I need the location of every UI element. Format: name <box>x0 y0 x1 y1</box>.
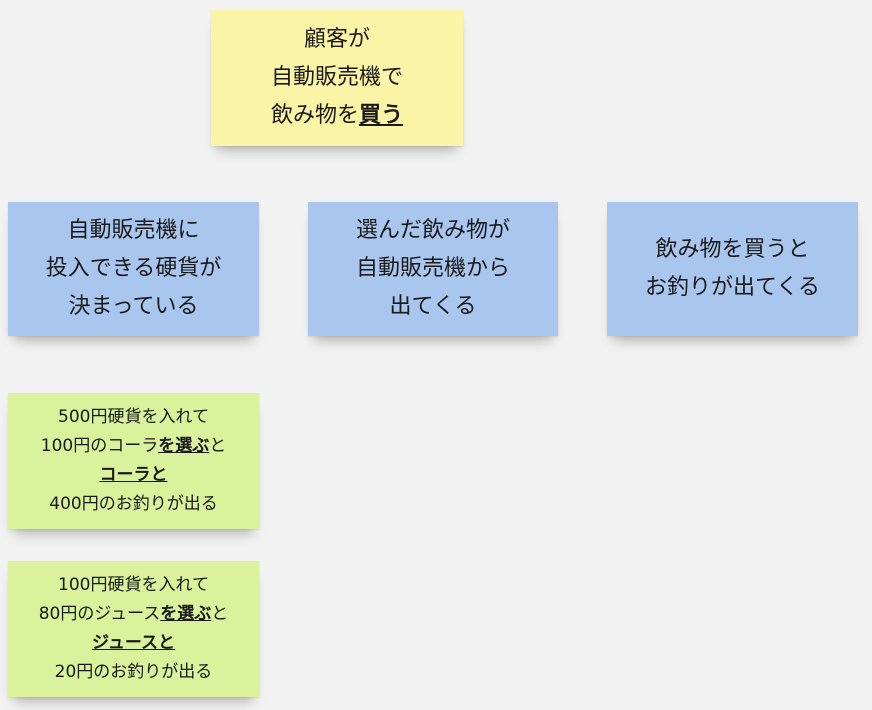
case-sticky-note-cola[interactable]: 500円硬貨を入れて 100円のコーラを選ぶと コーラと 400円のお釣りが出る <box>8 393 259 529</box>
case-line-2-tail: と <box>209 436 227 456</box>
case-line-4: 20円のお釣りが出る <box>54 662 213 682</box>
case-line-1: 100円硬貨を入れて <box>58 575 209 595</box>
case-sticky-note-juice[interactable]: 100円硬貨を入れて 80円のジュースを選ぶと ジュースと 20円のお釣りが出る <box>8 561 259 697</box>
story-line: 自動販売機から <box>355 256 510 281</box>
case-line-2-text: 80円のジュース <box>38 604 161 624</box>
story-line: 飲み物を買うと <box>655 237 810 262</box>
goal-keyword: 買う <box>359 103 404 128</box>
case-keyword-item: ジュースと <box>92 633 175 653</box>
story-sticky-note-coins[interactable]: 自動販売機に 投入できる硬貨が 決まっている <box>8 202 259 336</box>
goal-line-3-text: 飲み物を <box>270 103 359 128</box>
case-line-3: ジュースと <box>92 629 175 658</box>
case-line-1: 500円硬貨を入れて <box>58 407 209 427</box>
goal-sticky-note[interactable]: 顧客が 自動販売機で 飲み物を買う <box>211 10 463 146</box>
story-line: 投入できる硬貨が <box>45 256 222 281</box>
goal-line-1: 顧客が <box>303 27 370 52</box>
case-line-2-text: 100円のコーラ <box>40 436 159 456</box>
goal-line-3: 飲み物を買う <box>271 97 403 135</box>
story-line: 出てくる <box>389 294 477 319</box>
goal-line-2: 自動販売機で <box>270 65 403 90</box>
story-line: お釣りが出てくる <box>645 275 820 300</box>
story-line: 自動販売機に <box>67 218 200 243</box>
case-line-3: コーラと <box>100 461 168 490</box>
case-keyword-select: を選ぶ <box>158 436 210 456</box>
case-keyword-item: コーラと <box>99 465 168 485</box>
case-line-2: 80円のジュースを選ぶと <box>39 600 229 629</box>
case-line-2: 100円のコーラを選ぶと <box>41 432 226 461</box>
story-line: 決まっている <box>68 294 199 319</box>
case-keyword-select: を選ぶ <box>160 604 212 624</box>
story-sticky-note-change[interactable]: 飲み物を買うと お釣りが出てくる <box>607 202 858 336</box>
story-sticky-note-dispense[interactable]: 選んだ飲み物が 自動販売機から 出てくる <box>308 202 558 336</box>
case-line-2-tail: と <box>211 604 229 624</box>
case-line-4: 400円のお釣りが出る <box>49 494 218 514</box>
story-line: 選んだ飲み物が <box>355 218 510 243</box>
